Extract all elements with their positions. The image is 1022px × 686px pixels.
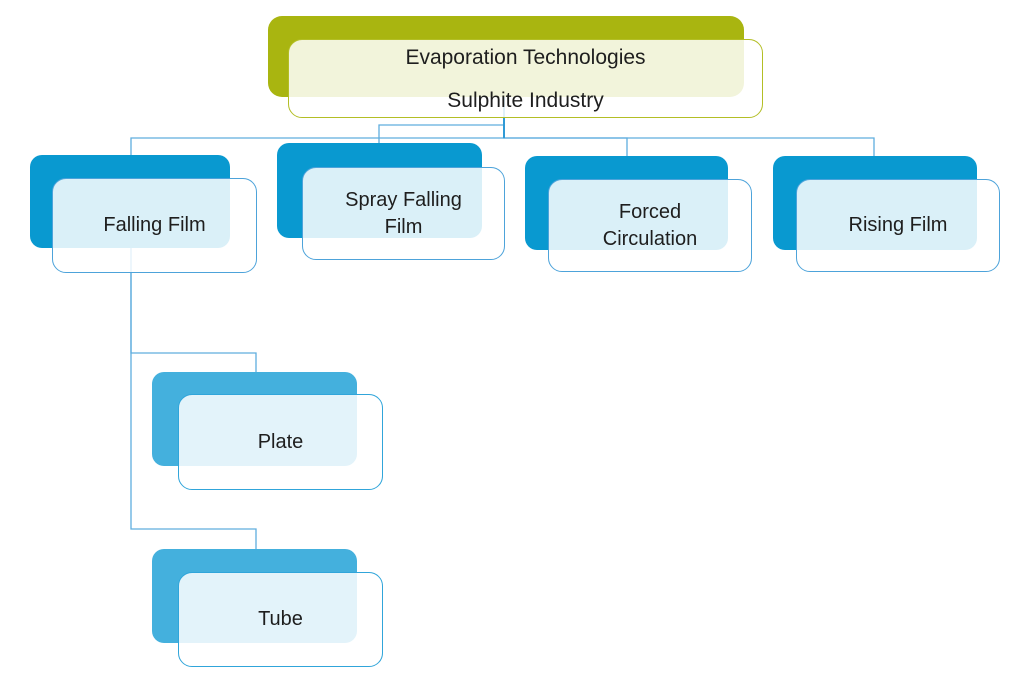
node-root-label-line1: Evaporation Technologies: [405, 45, 646, 69]
node-tube-label-line1: Tube: [258, 608, 303, 630]
node-forced-circulation-label-line1: Forced: [618, 200, 682, 223]
node-spray-falling-film-label-line2: Film: [384, 215, 423, 238]
node-plate-label-line1: Plate: [257, 430, 304, 453]
node-rising-film-label-box: Rising Film: [796, 179, 1000, 272]
node-forced-circulation-label-box: Forced Circulation: [548, 179, 752, 272]
node-falling-film-label-line1: Falling Film: [103, 214, 206, 236]
node-plate-label-box: Plate: [178, 394, 383, 490]
node-rising-film-label-line1: Rising Film: [848, 214, 948, 236]
node-spray-falling-film-label-line1: Spray Falling: [345, 188, 462, 211]
node-falling-film-label-box: Falling Film: [52, 178, 257, 273]
node-forced-circulation-label-line2: Circulation: [602, 227, 698, 250]
node-tube-label-box: Tube: [178, 572, 383, 667]
node-root-label-box: Evaporation Technologies Sulphite Indust…: [288, 39, 763, 118]
connector-falling-film-to-tube: [130, 248, 257, 549]
node-spray-falling-film-label-box: Spray Falling Film: [302, 167, 505, 260]
node-root-label-line2: Sulphite Industry: [447, 88, 604, 112]
